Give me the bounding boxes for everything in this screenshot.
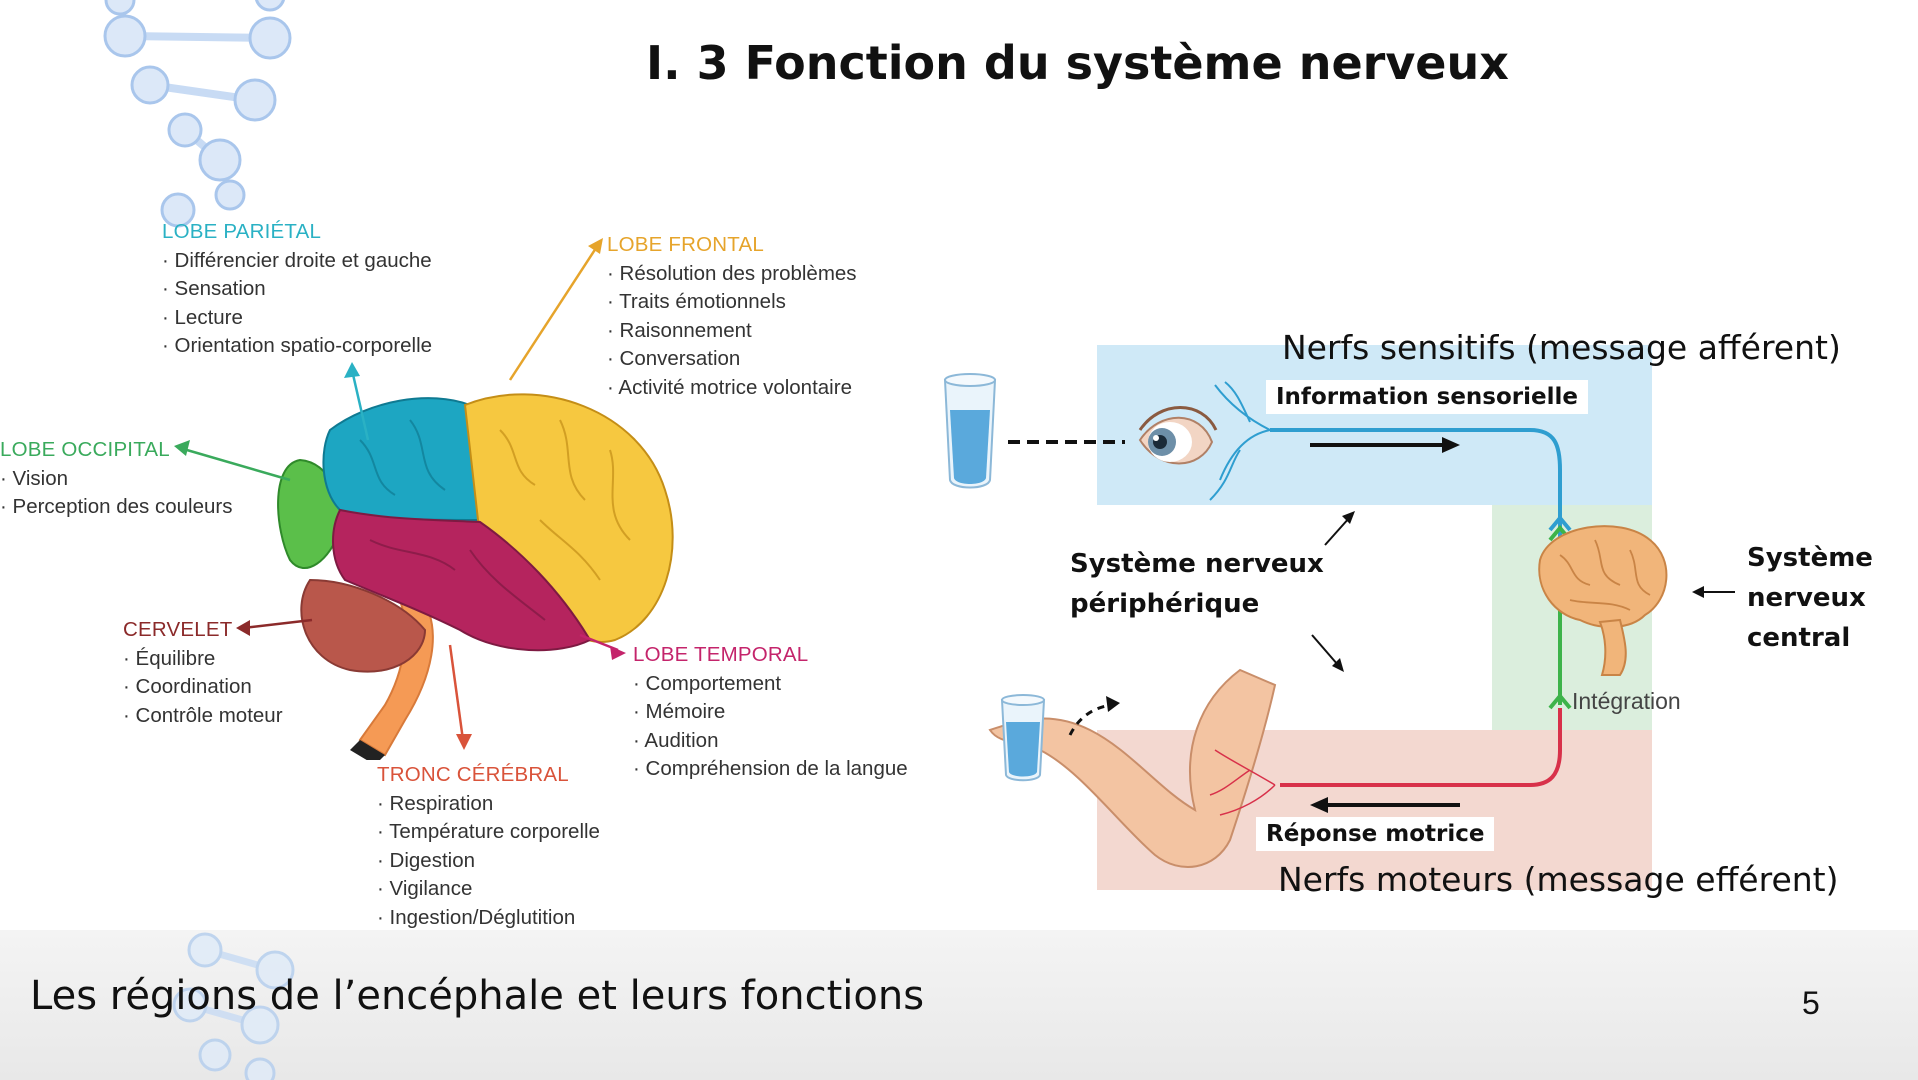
lobe-temporal-block: LOBE TEMPORAL Comportement Mémoire Audit…	[633, 641, 908, 784]
nerve-system-diagram	[943, 345, 1735, 890]
lobe-parietal-item: Différencier droite et gauche	[162, 247, 432, 276]
cervelet-item: Coordination	[123, 673, 283, 702]
lobe-frontal-item: Traits émotionnels	[607, 288, 857, 317]
slide-title: I. 3 Fonction du système nerveux	[646, 36, 1509, 90]
sensory-info-label: Information sensorielle	[1266, 380, 1588, 414]
arrow-occipital	[179, 446, 291, 482]
movement-dashed-arrow	[1068, 703, 1111, 736]
page-number: 5	[1802, 985, 1820, 1021]
integration-label: Intégration	[1572, 688, 1681, 714]
lobe-parietal-block: LOBE PARIÉTAL Différencier droite et gau…	[162, 218, 432, 361]
sensory-nerve-branches	[1209, 381, 1271, 501]
dna-decoration-top	[103, 0, 292, 228]
lobe-frontal-block: LOBE FRONTAL Résolution des problèmes Tr…	[607, 231, 857, 402]
lobe-occipital-title: LOBE OCCIPITAL	[0, 438, 170, 461]
peripheral-system-label: Système nerveux périphérique	[1070, 544, 1324, 624]
central-system-line: central	[1747, 623, 1851, 653]
tronc-cerebral-title: TRONC CÉRÉBRAL	[377, 763, 569, 786]
brain-illustration	[174, 238, 674, 760]
lobe-frontal-item: Activité motrice volontaire	[607, 374, 857, 403]
eye-icon	[1138, 406, 1218, 465]
lobe-temporal-title: LOBE TEMPORAL	[633, 643, 809, 666]
cervelet-item: Contrôle moteur	[123, 702, 283, 731]
peripheral-pointer-down	[1311, 634, 1339, 666]
cervelet-item: Équilibre	[123, 645, 283, 674]
central-system-line: Système	[1747, 543, 1873, 573]
tronc-cerebral-item: Respiration	[377, 790, 600, 819]
central-system-line: nerveux	[1747, 583, 1866, 613]
lobe-frontal-title: LOBE FRONTAL	[607, 233, 764, 256]
footer-band	[0, 930, 1918, 1080]
glass-icon-top	[943, 373, 997, 489]
motor-nerves-label: Nerfs moteurs (message efférent)	[1278, 860, 1839, 899]
glass-icon-bottom	[1000, 694, 1046, 782]
lobe-parietal-item: Orientation spatio-corporelle	[162, 332, 433, 361]
arrow-cervelet	[242, 618, 313, 630]
cerebellum-shape	[300, 578, 427, 673]
slide-caption: Les régions de l’encéphale et leurs fonc…	[30, 973, 925, 1019]
lobe-parietal-item: Lecture	[162, 304, 432, 333]
motor-response-label: Réponse motrice	[1256, 817, 1495, 851]
tronc-cerebral-item: Température corporelle	[377, 818, 600, 847]
brain-icon	[1538, 525, 1668, 676]
arrow-frontal	[508, 244, 600, 381]
lobe-temporal-item: Audition	[633, 727, 908, 756]
parietal-lobe-shape	[322, 397, 482, 522]
tronc-cerebral-item: Vigilance	[377, 875, 600, 904]
tronc-cerebral-item: Digestion	[377, 847, 600, 876]
central-system-label: Système nerveux central	[1747, 538, 1873, 658]
peripheral-system-line: Système nerveux	[1070, 549, 1324, 579]
temporal-lobe-shape	[332, 508, 592, 652]
lobe-frontal-item: Raisonnement	[607, 317, 857, 346]
lobe-occipital-block: LOBE OCCIPITAL Vision Perception des cou…	[0, 436, 232, 522]
arrow-parietal	[350, 369, 370, 441]
lobe-parietal-title: LOBE PARIÉTAL	[162, 220, 322, 243]
tronc-cerebral-item: Ingestion/Déglutition	[377, 904, 600, 933]
motor-path	[1280, 708, 1562, 787]
lobe-parietal-item: Sensation	[162, 275, 432, 304]
lobe-frontal-item: Résolution des problèmes	[607, 260, 857, 289]
lobe-temporal-item: Compréhension de la langue	[633, 755, 908, 784]
peripheral-system-line: périphérique	[1070, 589, 1260, 619]
lobe-temporal-item: Comportement	[633, 670, 908, 699]
lobe-occipital-item: Perception des couleurs	[0, 493, 233, 522]
sensory-nerves-label: Nerfs sensitifs (message afférent)	[1282, 328, 1841, 367]
cervelet-block: CERVELET Équilibre Coordination Contrôle…	[123, 616, 283, 730]
arm-icon	[988, 668, 1277, 868]
peripheral-pointer-up	[1324, 516, 1351, 546]
tronc-cerebral-block: TRONC CÉRÉBRAL Respiration Température c…	[377, 761, 600, 932]
lobe-temporal-item: Mémoire	[633, 698, 908, 727]
dna-decoration-bottom	[172, 932, 295, 1080]
lobe-frontal-item: Conversation	[607, 345, 857, 374]
arrow-tronc	[448, 644, 465, 741]
sensory-path	[1270, 428, 1562, 555]
lobe-occipital-item: Vision	[0, 465, 232, 494]
cervelet-title: CERVELET	[123, 618, 233, 641]
